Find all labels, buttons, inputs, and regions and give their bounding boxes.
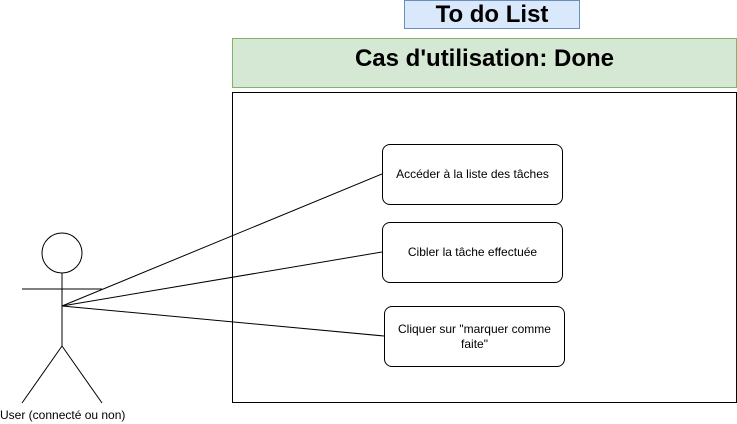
actor-label: User (connecté ou non) [0,408,126,422]
actor-icon [21,232,103,404]
diagram-title: To do List [404,0,580,29]
usecase-target-completed-task: Cibler la tâche effectuée [382,222,563,283]
actor-left-leg [21,345,63,404]
usecase-header: Cas d'utilisation: Done [232,38,737,88]
usecase-access-task-list: Accéder à la liste des tâches [382,144,563,205]
usecase-mark-as-done: Cliquer sur "marquer comme faite" [384,306,565,367]
usecase-label: Accéder à la liste des tâches [396,167,549,181]
usecase-label: Cibler la tâche effectuée [407,245,538,259]
actor-right-leg [61,345,103,404]
usecase-label: Cliquer sur "marquer comme faite" [398,321,551,351]
actor-head [41,232,83,274]
